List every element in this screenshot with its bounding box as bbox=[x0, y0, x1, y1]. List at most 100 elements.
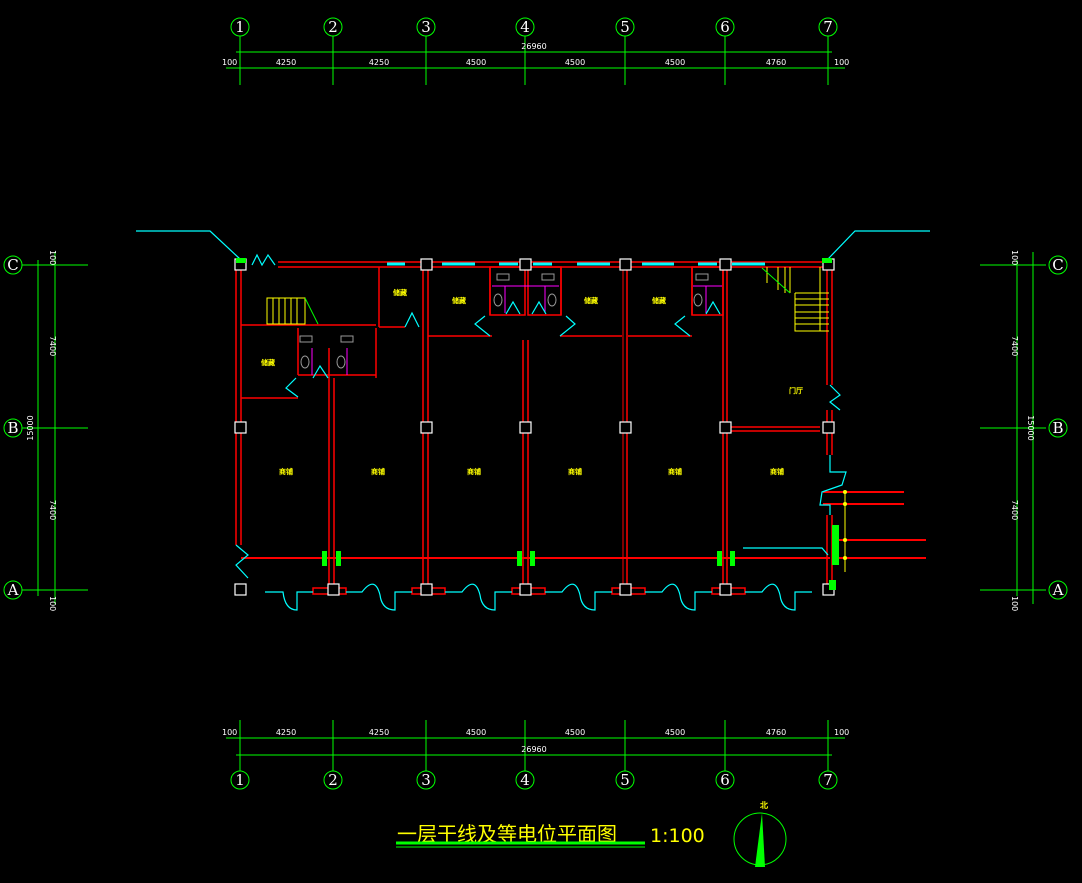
axis-label: 7 bbox=[823, 18, 833, 36]
axis-label: 1 bbox=[235, 18, 245, 36]
room-label-shop: 商铺 bbox=[279, 467, 293, 476]
column bbox=[420, 421, 433, 434]
right-dimension-chain: 7400 7400 15000 100 100 bbox=[980, 250, 1046, 611]
column bbox=[327, 583, 340, 596]
axis-label: 6 bbox=[720, 771, 730, 789]
axis-label: 3 bbox=[421, 18, 431, 36]
axis-bubble bbox=[416, 17, 436, 37]
axis-label: C bbox=[7, 256, 18, 274]
axis-label: 4 bbox=[520, 771, 530, 789]
dim-span: 4250 bbox=[369, 728, 389, 737]
dim-edge-bottom: 100 bbox=[1010, 596, 1019, 611]
axis-label: 4 bbox=[520, 18, 530, 36]
axis-label: B bbox=[1052, 419, 1063, 437]
axis-bubble bbox=[615, 17, 635, 37]
axis-label: 1 bbox=[235, 771, 245, 789]
dim-edge-top: 100 bbox=[1010, 250, 1019, 265]
axis-bubble bbox=[323, 770, 343, 790]
room-label-storage: 储藏 bbox=[260, 358, 275, 367]
room-label-storage: 储藏 bbox=[583, 296, 598, 305]
axis-bubble bbox=[1048, 418, 1068, 438]
column bbox=[420, 583, 433, 596]
room-label-shop: 商铺 bbox=[770, 467, 784, 476]
axis-bubble bbox=[323, 17, 343, 37]
axis-label: 6 bbox=[720, 18, 730, 36]
column bbox=[719, 421, 732, 434]
column bbox=[420, 258, 433, 271]
column bbox=[719, 583, 732, 596]
doors-windows bbox=[136, 230, 930, 611]
axis-label: 3 bbox=[421, 771, 431, 789]
room-label-storage: 储藏 bbox=[651, 296, 666, 305]
dim-span: 4500 bbox=[665, 58, 685, 67]
dim-span: 7400 bbox=[1010, 500, 1019, 520]
north-label: 北 bbox=[760, 800, 768, 810]
room-label-shop: 商铺 bbox=[568, 467, 582, 476]
dim-span: 4500 bbox=[665, 728, 685, 737]
room-label-shop: 商铺 bbox=[467, 467, 481, 476]
dim-edge-left: 100 bbox=[222, 728, 237, 737]
room-label-shop: 商铺 bbox=[668, 467, 682, 476]
axis-label: 2 bbox=[328, 771, 338, 789]
axis-label: 5 bbox=[620, 18, 630, 36]
dim-span: 4500 bbox=[466, 58, 486, 67]
column bbox=[234, 421, 247, 434]
axis-bubble bbox=[1048, 255, 1068, 275]
column bbox=[619, 421, 632, 434]
column bbox=[619, 583, 632, 596]
dim-total-y: 15000 bbox=[26, 415, 35, 440]
column bbox=[519, 258, 532, 271]
dim-span: 7400 bbox=[1010, 336, 1019, 356]
stairs bbox=[266, 267, 829, 332]
axis-bubble bbox=[715, 17, 735, 37]
axis-bubble bbox=[818, 770, 838, 790]
room-label-storage: 储藏 bbox=[451, 296, 466, 305]
axis-label: A bbox=[1052, 581, 1064, 599]
dim-total-x: 26960 bbox=[521, 42, 546, 51]
top-dimension-chain: 26960 100 100 4250 4250 4500 4500 4500 4… bbox=[222, 36, 849, 85]
column bbox=[619, 258, 632, 271]
dim-span: 4500 bbox=[565, 58, 585, 67]
column bbox=[519, 583, 532, 596]
axis-bubble bbox=[416, 770, 436, 790]
dim-edge-right: 100 bbox=[834, 728, 849, 737]
dim-span: 4500 bbox=[466, 728, 486, 737]
dim-total-y: 15000 bbox=[1026, 415, 1035, 440]
room-label-storage: 储藏 bbox=[392, 288, 407, 297]
axis-label: 2 bbox=[328, 18, 338, 36]
axis-bubble bbox=[1048, 580, 1068, 600]
drawing-scale: 1:100 bbox=[650, 825, 705, 847]
dim-total-x: 26960 bbox=[521, 745, 546, 754]
column bbox=[822, 421, 835, 434]
dim-edge-left: 100 bbox=[222, 58, 237, 67]
north-arrow-icon: 北 bbox=[733, 800, 787, 867]
dim-span: 4250 bbox=[276, 728, 296, 737]
dim-edge-bottom: 100 bbox=[48, 596, 57, 611]
room-label-lobby: 门厅 bbox=[789, 386, 803, 395]
room-labels: 储藏 储藏 储藏 储藏 储藏 门厅 商铺 商铺 商铺 商铺 商铺 商铺 bbox=[260, 288, 803, 476]
dim-span: 4760 bbox=[766, 58, 786, 67]
axis-label: 7 bbox=[823, 771, 833, 789]
dim-span: 4500 bbox=[565, 728, 585, 737]
dim-span: 4250 bbox=[369, 58, 389, 67]
axis-bubble bbox=[515, 770, 535, 790]
column bbox=[519, 421, 532, 434]
axis-bubble bbox=[515, 17, 535, 37]
axis-bubble bbox=[818, 17, 838, 37]
dim-edge-right: 100 bbox=[834, 58, 849, 67]
column bbox=[719, 258, 732, 271]
columns bbox=[234, 258, 835, 596]
axis-bubble bbox=[715, 770, 735, 790]
axis-bubble bbox=[230, 770, 250, 790]
toilet-fixtures bbox=[299, 266, 724, 379]
axis-bubble bbox=[230, 17, 250, 37]
dim-edge-top: 100 bbox=[48, 250, 57, 265]
equipotential-terminals bbox=[236, 258, 847, 590]
dim-span: 7400 bbox=[48, 500, 57, 520]
dim-span: 7400 bbox=[48, 336, 57, 356]
column bbox=[234, 583, 247, 596]
axis-label: C bbox=[1052, 256, 1063, 274]
